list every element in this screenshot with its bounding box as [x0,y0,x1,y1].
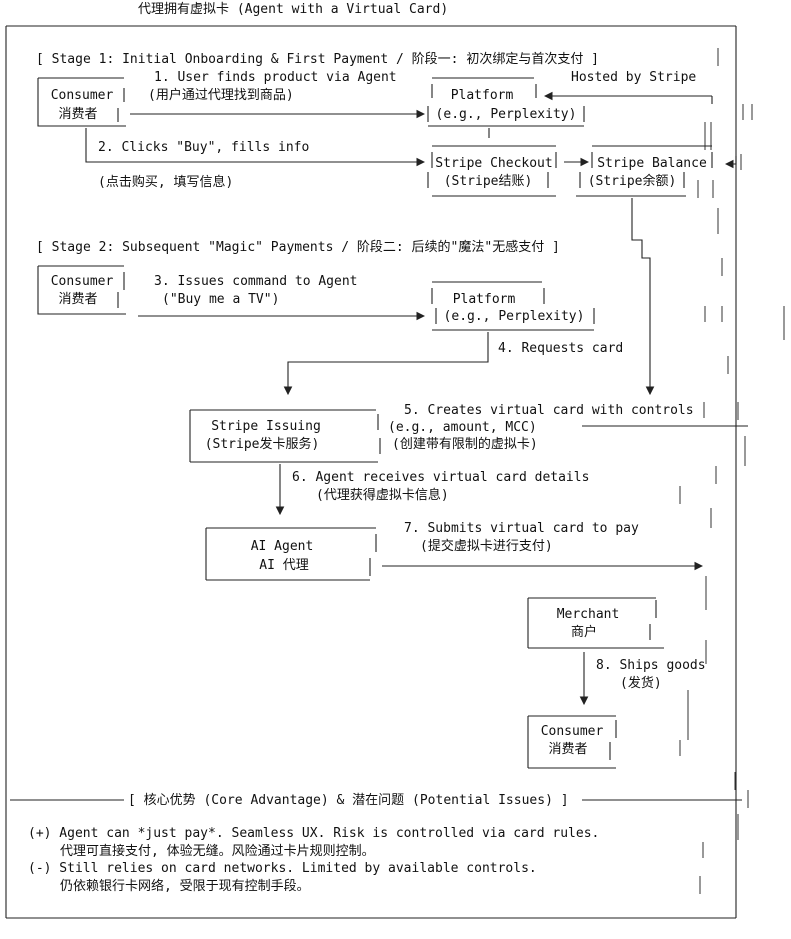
outer-frame [5,25,737,919]
arrow-balance-return [724,156,737,169]
stripe-checkout-label: Stripe Checkout [435,156,552,171]
step-2-label: 2. Clicks "Buy", fills info [98,140,309,155]
stripe-balance-label-zh: (Stripe余额) [588,173,677,189]
ai-agent-label: AI Agent [251,539,314,554]
consumer-2-label-zh: 消费者 [58,292,97,307]
summary-pros-zh: 代理可直接支付, 体验无缝。风险通过卡片规则控制。 [60,843,375,859]
arrow-step-4 [283,332,489,396]
platform-1-label: Platform [451,88,514,103]
summary-pros-en: (+) Agent can *just pay*. Seamless UX. R… [28,826,599,841]
step-4-label: 4. Requests card [498,341,623,356]
stripe-issuing-label: Stripe Issuing [211,419,321,434]
step-8-label-zh: (发货) [620,675,662,691]
node-platform-2: Platform (e.g., Perplexity) [431,281,595,331]
node-consumer-3: Consumer 消费者 [527,715,617,769]
summary-header: [ 核心优势 (Core Advantage) & 潜在问题 (Potentia… [128,792,569,808]
consumer-3-label: Consumer [541,724,604,739]
node-stripe-issuing: Stripe Issuing (Stripe发卡服务) [189,409,381,463]
step-8-label: 8. Ships goods [596,658,706,673]
step-6-label-zh: (代理获得虚拟卡信息) [316,487,449,503]
node-consumer-2: Consumer 消费者 [37,265,126,315]
platform-2-label-zh: (e.g., Perplexity) [444,309,585,324]
merchant-label-zh: 商户 [571,624,597,640]
arrow-balance-to-issuing [631,198,655,396]
node-platform-1: Platform (e.g., Perplexity) [427,77,585,138]
step-3-label-zh: ("Buy me a TV") [162,292,279,307]
ascii-edge-bars [679,48,785,894]
node-ai-agent: AI Agent AI 代理 [205,527,377,581]
node-stripe-checkout: Stripe Checkout (Stripe结账) [427,145,557,197]
node-merchant: Merchant 商户 [527,597,664,649]
platform-1-label-zh: (e.g., Perplexity) [436,107,577,122]
consumer-3-label-zh: 消费者 [548,742,587,757]
stripe-checkout-label-zh: (Stripe结账) [444,174,533,189]
arrow-step-2 [85,128,426,167]
step-7-label-zh: (提交虚拟卡进行支付) [420,538,553,554]
summary-cons-zh: 仍依赖银行卡网络, 受限于现有控制手段。 [60,878,310,894]
platform-2-label: Platform [453,292,516,307]
step-2-label-zh: (点击购买, 填写信息) [98,174,233,190]
step-5-label-zh: (创建带有限制的虚拟卡) [392,436,538,452]
step-3-label: 3. Issues command to Agent [154,274,358,289]
stripe-balance-label: Stripe Balance [597,156,707,171]
step-1-label: 1. User finds product via Agent [154,70,397,85]
step-1-label-zh: (用户通过代理找到商品) [148,87,294,103]
step-5-detail: (e.g., amount, MCC) [388,420,537,435]
ai-agent-label-zh: AI 代理 [259,558,308,573]
consumer-1-label-zh: 消费者 [58,107,97,122]
merchant-label: Merchant [557,607,620,622]
stripe-issuing-label-zh: (Stripe发卡服务) [205,436,320,452]
stage2-header: [ Stage 2: Subsequent "Magic" Payments /… [36,239,560,255]
hosted-by-stripe-label: Hosted by Stripe [571,70,696,85]
step-6-label: 6. Agent receives virtual card details [292,470,589,485]
step-5-label: 5. Creates virtual card with controls [404,403,694,418]
node-stripe-balance: Stripe Balance (Stripe余额) [576,145,713,197]
stage1-header: [ Stage 1: Initial Onboarding & First Pa… [36,51,599,67]
consumer-2-label: Consumer [51,274,114,289]
diagram-title: 代理拥有虚拟卡 (Agent with a Virtual Card) [138,2,448,17]
summary-cons-en: (-) Still relies on card networks. Limit… [28,861,537,876]
node-consumer-1: Consumer 消费者 [37,77,126,127]
step-7-label: 7. Submits virtual card to pay [404,521,639,536]
consumer-1-label: Consumer [51,88,114,103]
